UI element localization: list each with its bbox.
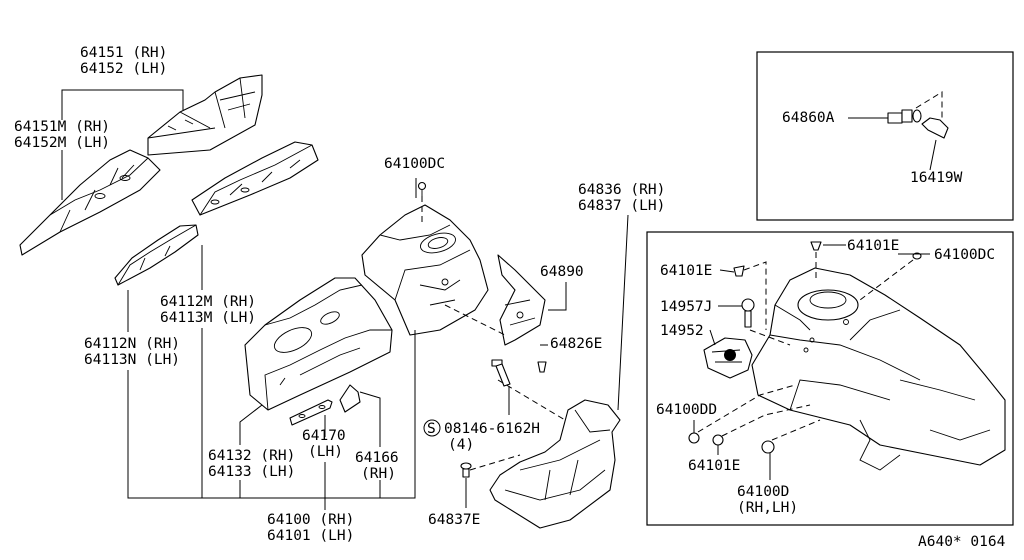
- svg-text:64132 (RH): 64132 (RH): [208, 448, 295, 464]
- svg-text:S: S: [427, 421, 436, 437]
- label-64170[interactable]: 64170 (LH): [302, 428, 346, 460]
- label-64860a[interactable]: 64860A: [782, 110, 835, 126]
- svg-text:64112N (RH): 64112N (RH): [84, 336, 180, 352]
- part-64860a-connector: [887, 109, 922, 124]
- svg-text:64152 (LH): 64152 (LH): [80, 61, 167, 77]
- label-64132[interactable]: 64132 (RH) 64133 (LH): [208, 448, 295, 480]
- svg-text:64152M (LH): 64152M (LH): [14, 135, 110, 151]
- part-64151m-member: [19, 149, 161, 256]
- svg-text:64100 (RH): 64100 (RH): [267, 512, 354, 528]
- label-64100dc-main[interactable]: 64100DC: [384, 156, 445, 172]
- label-14952[interactable]: 14952: [660, 323, 704, 339]
- label-16419w[interactable]: 16419W: [910, 170, 963, 186]
- inset-clip-64100d: [761, 440, 775, 454]
- part-64890-bracket: [497, 254, 546, 346]
- label-64101e-left[interactable]: 64101E: [660, 263, 712, 279]
- dash-line-2: [444, 304, 506, 336]
- label-64100dc-inset[interactable]: 64100DC: [934, 247, 995, 263]
- part-64170-plate: [289, 399, 333, 426]
- inset2-dash-5: [697, 384, 811, 437]
- part-64112m-member: [191, 141, 319, 216]
- label-64837e[interactable]: 64837E: [428, 512, 480, 528]
- label-64890[interactable]: 64890: [540, 264, 584, 280]
- svg-text:64113M (LH): 64113M (LH): [160, 310, 256, 326]
- inset-box-hose-clip: [756, 51, 1014, 221]
- inset-clip-14957j: [741, 298, 755, 328]
- label-64101e-bottom[interactable]: 64101E: [688, 458, 740, 474]
- svg-text:64112M (RH): 64112M (RH): [160, 294, 256, 310]
- label-64836[interactable]: 64836 (RH) 64837 (LH): [578, 182, 665, 214]
- svg-text:64113N (LH): 64113N (LH): [84, 352, 180, 368]
- inset2-dash-3: [859, 259, 914, 301]
- label-64151m[interactable]: 64151M (RH) 64152M (LH): [14, 119, 110, 151]
- inset1-leader-b: [929, 139, 937, 171]
- label-64151[interactable]: 64151 (RH) 64152 (LH): [80, 45, 167, 77]
- svg-text:08146-6162H: 08146-6162H: [444, 421, 540, 437]
- inset-clip-64101e-top: [810, 241, 822, 251]
- clip-64100dc: [417, 181, 427, 196]
- inset-latch-14952: [703, 337, 753, 379]
- svg-text:(RH): (RH): [361, 466, 396, 482]
- label-64100d[interactable]: 64100D (RH,LH): [737, 484, 798, 516]
- diagram-code: A640* 0164: [918, 534, 1006, 550]
- svg-text:64133 (LH): 64133 (LH): [208, 464, 295, 480]
- svg-text:(LH): (LH): [308, 444, 343, 460]
- inset-clip-64101e-left: [733, 265, 745, 277]
- svg-text:(4): (4): [448, 437, 474, 453]
- label-64112n[interactable]: 64112N (RH) 64113N (LH): [84, 336, 180, 368]
- svg-text:64837 (LH): 64837 (LH): [578, 198, 665, 214]
- label-64100[interactable]: 64100 (RH) 64101 (LH): [267, 512, 354, 544]
- part-64166-bracket: [339, 384, 361, 413]
- clip-64826e: [537, 361, 547, 373]
- svg-text:64151 (RH): 64151 (RH): [80, 45, 167, 61]
- clip-64837e: [460, 462, 472, 478]
- svg-text:64170: 64170: [302, 428, 346, 444]
- label-08146[interactable]: S 08146-6162H (4): [423, 419, 540, 453]
- svg-text:64151M (RH): 64151M (RH): [14, 119, 110, 135]
- part-16419w-clip: [921, 117, 949, 139]
- inset2-dash-1: [743, 261, 767, 330]
- svg-text:64100D: 64100D: [737, 484, 789, 500]
- label-14957j[interactable]: 14957J: [660, 299, 712, 315]
- label-64112m[interactable]: 64112M (RH) 64113M (LH): [160, 294, 256, 326]
- svg-text:64166: 64166: [355, 450, 399, 466]
- dash-line-4: [469, 454, 521, 471]
- dash-line-3: [497, 379, 566, 421]
- svg-text:(RH,LH): (RH,LH): [737, 500, 798, 516]
- inset-box-detail: [646, 231, 1014, 526]
- inset-body-panel: [751, 267, 1006, 471]
- inset2-dash-4: [749, 329, 791, 346]
- part-64132-apron: [244, 277, 393, 411]
- label-64166[interactable]: 64166 (RH): [355, 450, 399, 482]
- inset1-dash: [915, 91, 943, 118]
- inset2-dash-6: [771, 419, 821, 441]
- inset-clip-64101e-bottom: [712, 434, 724, 446]
- svg-text:64836 (RH): 64836 (RH): [578, 182, 665, 198]
- part-64112n-member: [114, 224, 199, 286]
- bolt-08146: [491, 359, 511, 387]
- inset-clip-64100dd: [688, 432, 700, 444]
- label-64826e[interactable]: 64826E: [550, 336, 602, 352]
- part-64836-splash-shield: [489, 399, 621, 529]
- svg-text:64101 (LH): 64101 (LH): [267, 528, 354, 544]
- label-64101e-top[interactable]: 64101E: [847, 238, 899, 254]
- part-64100-strut-tower: [361, 204, 489, 336]
- label-64100dd[interactable]: 64100DD: [656, 402, 717, 418]
- part-64151-upper-member: [147, 74, 263, 156]
- inset2-leaders: [693, 244, 930, 480]
- leaders-main: [61, 89, 629, 510]
